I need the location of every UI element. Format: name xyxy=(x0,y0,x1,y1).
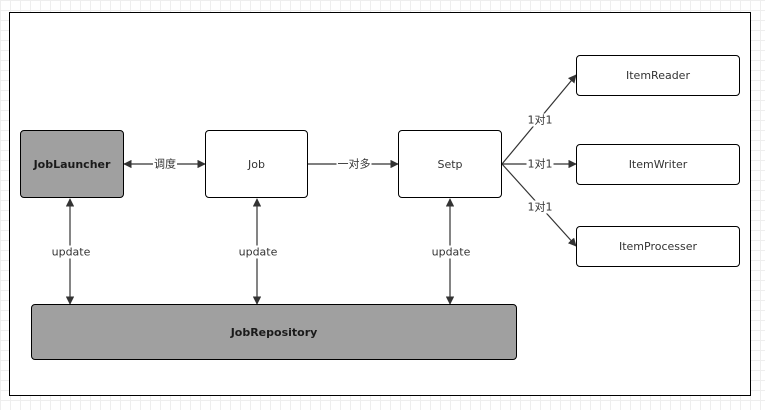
node-setp-label: Setp xyxy=(437,157,463,171)
edge-label-setp-processer: 1对1 xyxy=(526,200,554,214)
node-item-reader-label: ItemReader xyxy=(626,69,690,82)
node-item-writer-label: ItemWriter xyxy=(628,158,688,171)
edge-label-launcher-job: 调度 xyxy=(153,157,177,171)
node-job-launcher: JobLauncher xyxy=(20,130,124,198)
node-job: Job xyxy=(205,130,308,198)
node-job-repository: JobRepository xyxy=(31,304,517,360)
node-job-launcher-label: JobLauncher xyxy=(33,157,111,171)
node-job-label: Job xyxy=(248,157,265,171)
edge-label-setp-repo: update xyxy=(430,245,472,259)
node-item-writer: ItemWriter xyxy=(576,144,740,185)
node-item-processer-label: ItemProcesser xyxy=(618,240,698,253)
edge-label-setp-reader: 1对1 xyxy=(526,113,554,127)
edge-label-launcher-repo: update xyxy=(50,245,92,259)
edge-label-job-setp: 一对多 xyxy=(336,157,372,171)
edge-label-job-repo: update xyxy=(237,245,279,259)
node-item-reader: ItemReader xyxy=(576,55,740,96)
edge-label-setp-writer: 1对1 xyxy=(526,157,554,171)
node-job-repository-label: JobRepository xyxy=(230,325,318,339)
node-setp: Setp xyxy=(398,130,502,198)
node-item-processer: ItemProcesser xyxy=(576,226,740,267)
